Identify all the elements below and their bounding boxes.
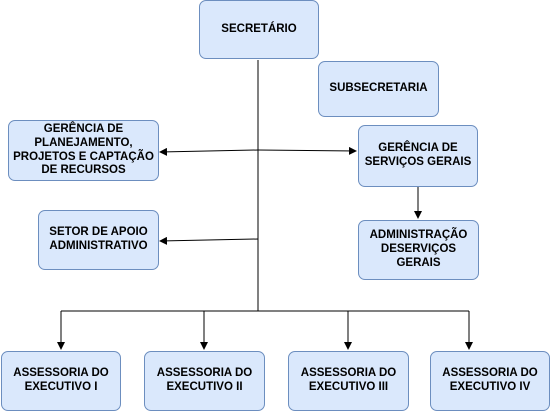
assessoria-3-line-1: ASSESSORIA DO xyxy=(300,367,397,380)
assessoria-2-line-1: ASSESSORIA DO xyxy=(156,367,253,380)
administracao-line-2: DESERVIÇOS xyxy=(380,243,457,256)
administracao-line-3: GERAIS xyxy=(396,256,441,269)
assessoria-3-line-2: EXECUTIVO III xyxy=(308,381,389,393)
gerencia-servicos-line-2: SERVIÇOS GERAIS xyxy=(364,156,472,168)
gerencia-planejamento-line-2: PLANEJAMENTO, xyxy=(34,136,133,149)
administracao-line-1: ADMINISTRAÇÃO xyxy=(369,229,468,242)
gerencia-planejamento-line-1: GERÊNCIA DE xyxy=(43,122,124,135)
gerencia-planejamento-line-3: PROJETOS E CAPTAÇÃO xyxy=(13,150,154,163)
assessoria-1-line-2: EXECUTIVO I xyxy=(24,381,98,393)
secretario-label: SECRETÁRIO xyxy=(221,22,297,35)
assessoria-3-box: ASSESSORIA DO EXECUTIVO III xyxy=(288,351,409,411)
setor-apoio-line-1: SETOR DE APOIO xyxy=(49,226,148,239)
assessoria-2-line-2: EXECUTIVO II xyxy=(166,381,243,393)
assessoria-1-line-1: ASSESSORIA DO xyxy=(13,367,109,380)
arrow-to-gerencia-servicos xyxy=(257,146,357,155)
assessoria-4-line-2: EXECUTIVO IV xyxy=(449,381,531,393)
administracao-box: ADMINISTRAÇÃO DESERVIÇOS GERAIS xyxy=(358,220,479,280)
gerencia-servicos-box: GERÊNCIA DE SERVIÇOS GERAIS xyxy=(358,125,478,187)
arrow-to-gerencia-planejamento xyxy=(159,147,259,156)
subsecretaria-box: SUBSECRETARIA xyxy=(318,61,439,117)
arrow-to-setor-apoio xyxy=(159,236,259,245)
assessoria-4-box: ASSESSORIA DO EXECUTIVO IV xyxy=(430,351,550,411)
subsecretaria-label: SUBSECRETARIA xyxy=(329,82,428,95)
assessoria-4-line-1: ASSESSORIA DO xyxy=(442,367,538,380)
gerencia-planejamento-line-4: DE RECURSOS xyxy=(41,164,126,177)
setor-apoio-line-2: ADMINISTRATIVO xyxy=(49,240,148,252)
gerencia-servicos-line-1: GERÊNCIA DE xyxy=(378,142,458,155)
gerencia-planejamento-box: GERÊNCIA DE PLANEJAMENTO, PROJETOS E CAP… xyxy=(8,120,159,181)
assessoria-2-box: ASSESSORIA DO EXECUTIVO II xyxy=(144,351,265,411)
secretario-box: SECRETÁRIO xyxy=(199,0,319,59)
setor-apoio-box: SETOR DE APOIO ADMINISTRATIVO xyxy=(38,210,159,270)
assessoria-1-box: ASSESSORIA DO EXECUTIVO I xyxy=(1,351,121,411)
